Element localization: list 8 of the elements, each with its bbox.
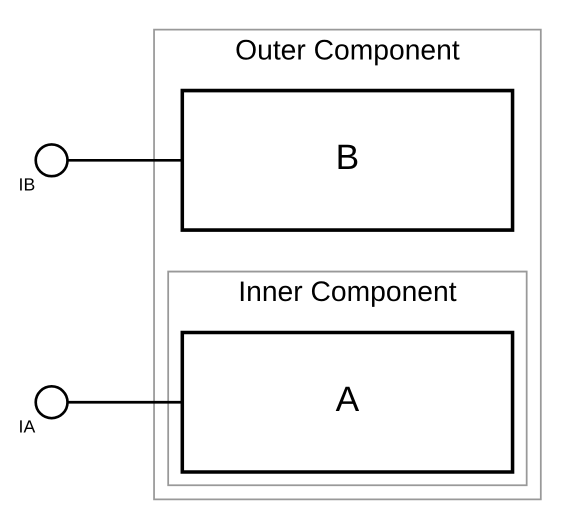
connector <box>68 158 182 162</box>
node-box: B <box>180 88 514 232</box>
node-circle <box>34 385 69 420</box>
node-box: A <box>180 330 514 474</box>
node-circle <box>34 143 69 178</box>
connector <box>68 400 182 404</box>
node-label: IA <box>18 416 36 436</box>
node-label: IB <box>18 174 36 194</box>
